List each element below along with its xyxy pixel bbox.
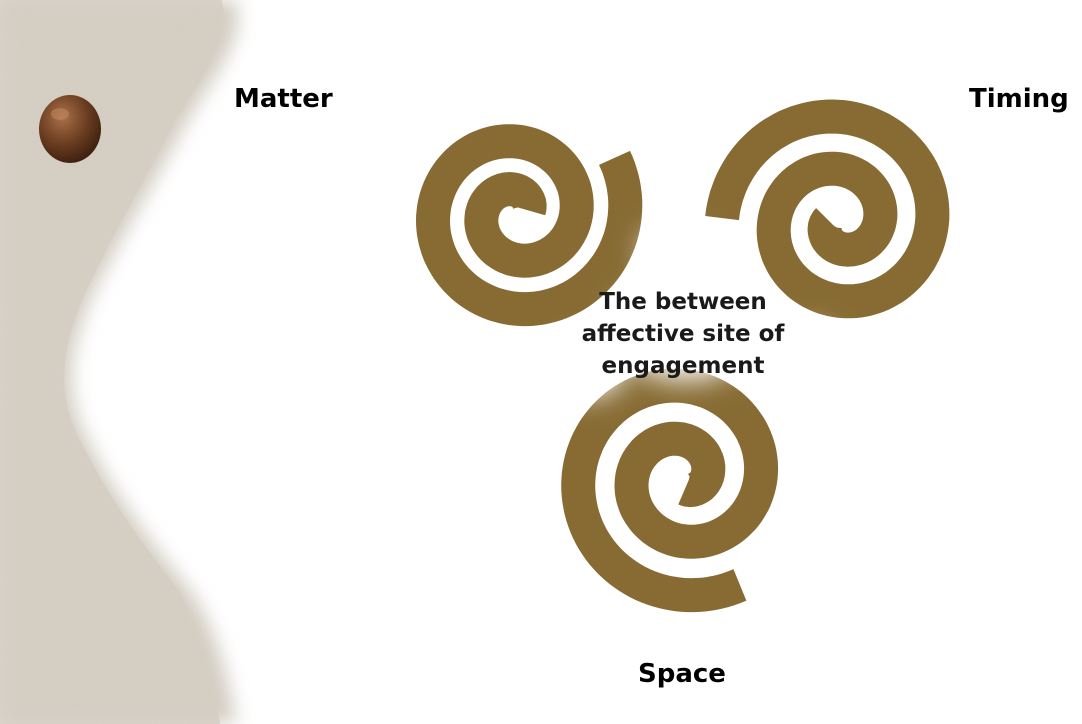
label-matter: Matter xyxy=(234,86,333,112)
center-caption-line-3: engagement xyxy=(548,350,818,382)
label-space: Space xyxy=(638,661,726,687)
spiral-matter xyxy=(433,141,625,309)
center-caption-line-1: The between xyxy=(548,286,818,318)
spiral-space xyxy=(578,386,761,595)
label-timing: Timing xyxy=(969,86,1069,112)
center-caption-line-2: affective site of xyxy=(548,318,818,350)
pebble xyxy=(39,95,101,163)
sand-background xyxy=(0,0,238,724)
center-caption: The between affective site of engagement xyxy=(548,286,818,382)
spiral-timing xyxy=(722,117,932,302)
